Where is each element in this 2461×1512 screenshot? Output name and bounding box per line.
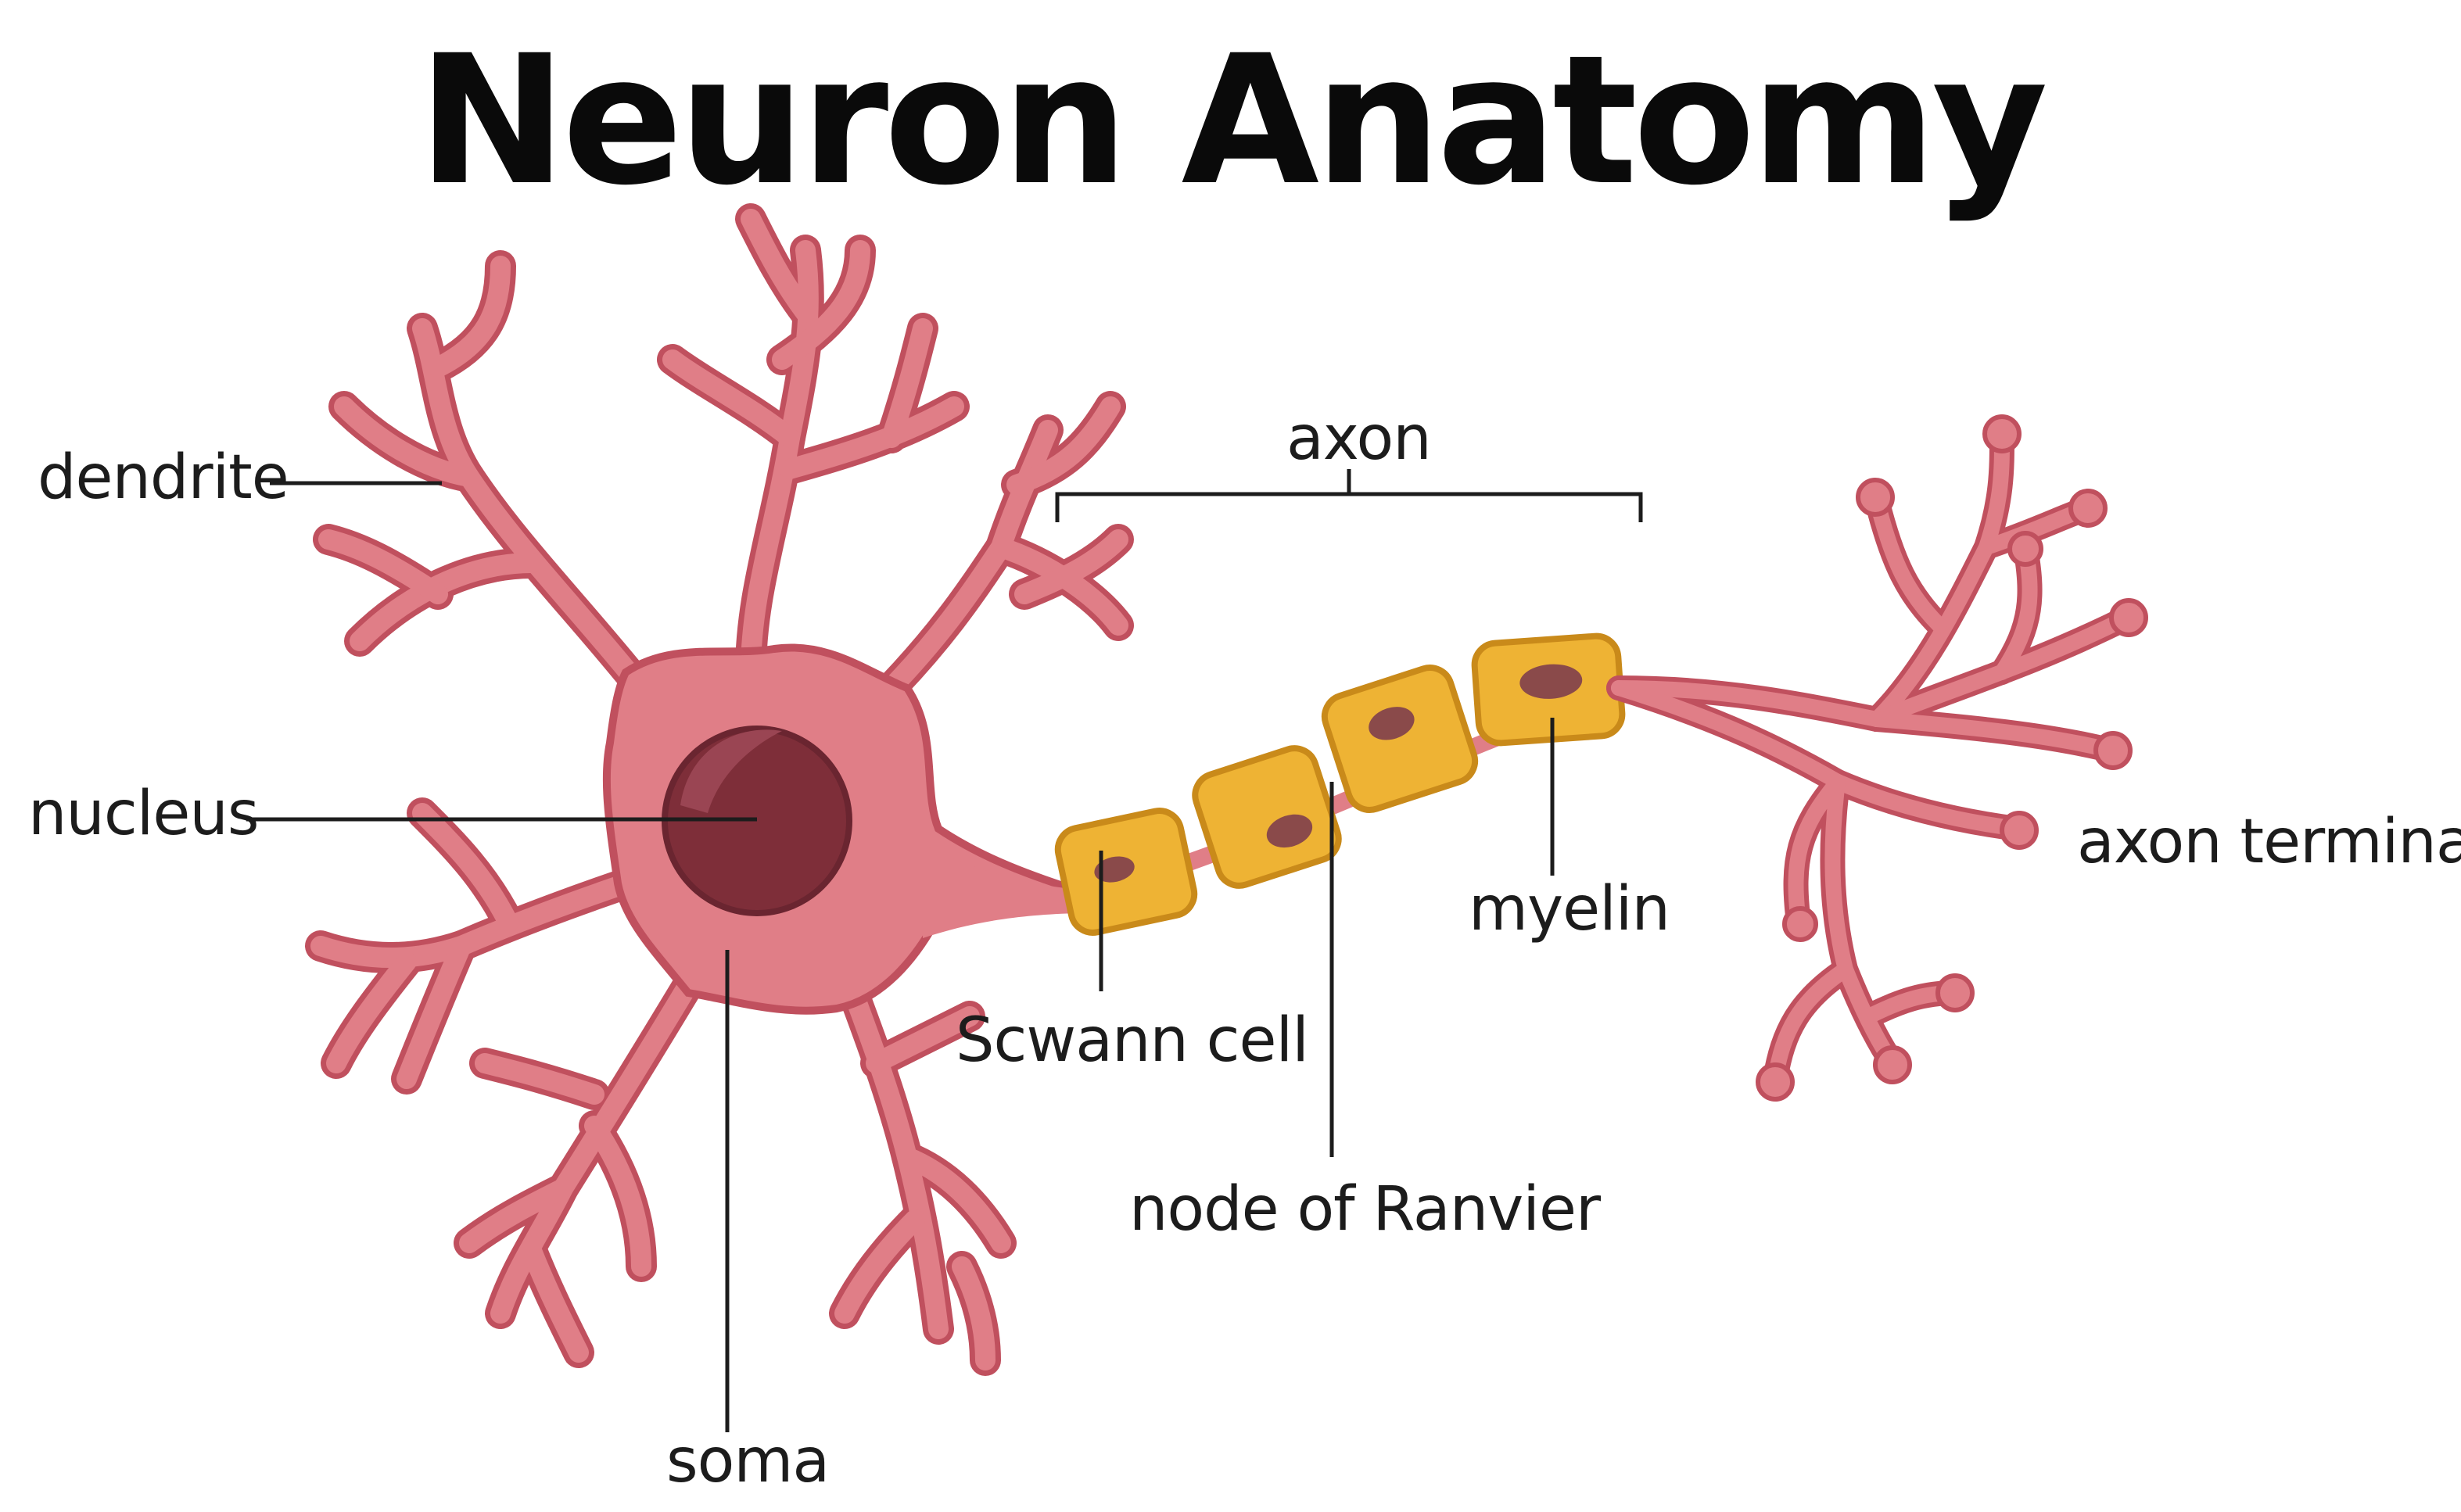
label-axon-terminal: axon terminal: [2077, 807, 2461, 877]
synaptic-knobs: [1756, 414, 2148, 1102]
myelin-segment: [1054, 808, 1198, 936]
myelin-segment: [1471, 632, 1626, 747]
label-myelin: myelin: [1469, 874, 1670, 944]
axon-terminal: [1606, 414, 2148, 1102]
label-schwann-cell: Scwann cell: [956, 1005, 1309, 1076]
label-node-of-ranvier: node of Ranvier: [1129, 1174, 1601, 1245]
page-title: Neuron Anatomy: [418, 16, 2048, 224]
dendrites: [305, 203, 1134, 1376]
myelin-sheath: [1054, 632, 1626, 936]
label-axon: axon: [1286, 403, 1432, 474]
axon-bracket: [1055, 492, 1643, 522]
label-soma: soma: [666, 1426, 830, 1496]
myelin-segment: [1192, 745, 1342, 889]
label-nucleus: nucleus: [28, 779, 259, 849]
myelin-segment: [1321, 665, 1479, 813]
leader-lines: [246, 469, 1643, 1432]
label-dendrite: dendrite: [38, 442, 289, 513]
axon-hillock: [923, 844, 1079, 938]
